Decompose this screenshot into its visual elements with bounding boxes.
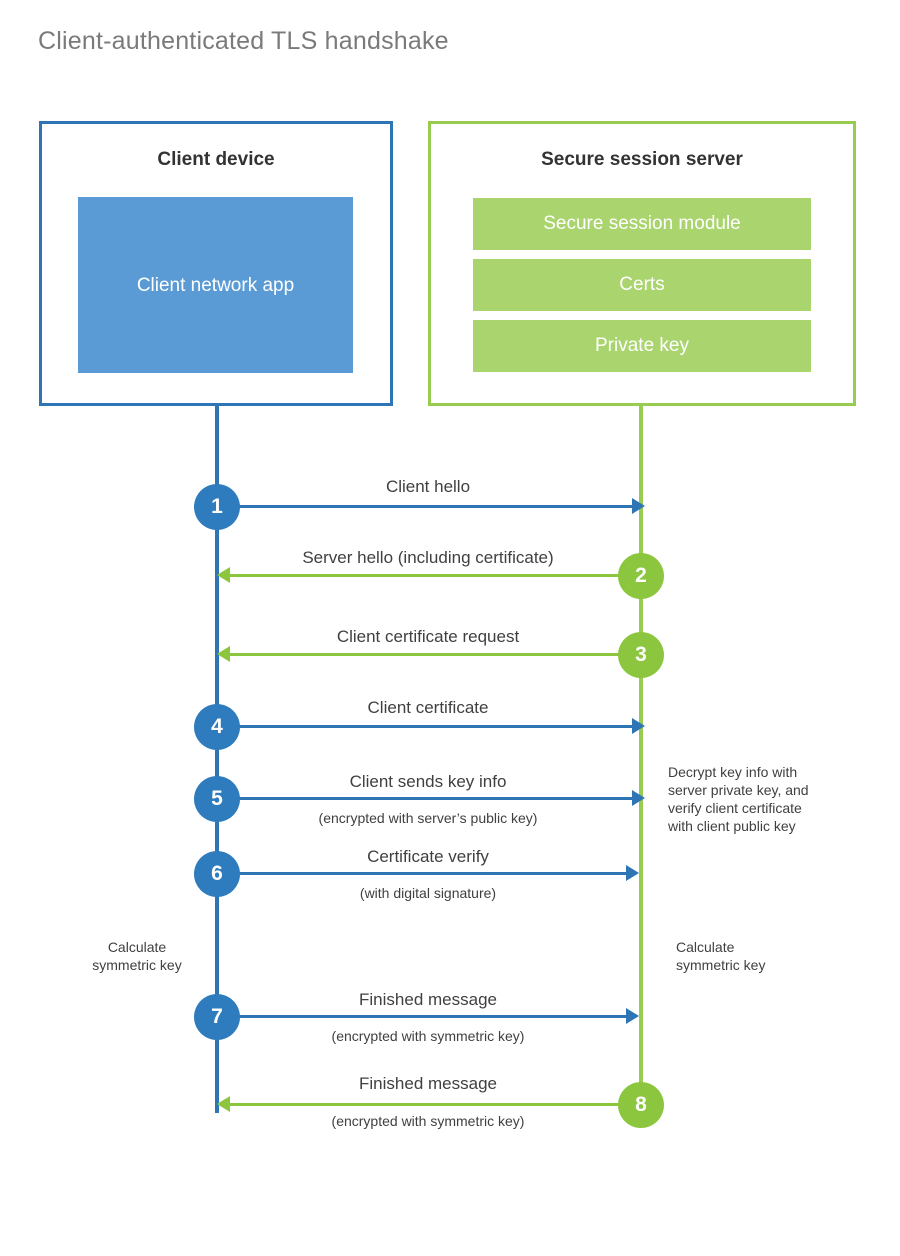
message-5-label: Client sends key info bbox=[349, 772, 507, 791]
server-module-list: Secure session module Certs Private key bbox=[473, 198, 811, 381]
message-2-line bbox=[230, 574, 620, 577]
server-decrypt-note-line-3: verify client certificate bbox=[668, 800, 802, 816]
message-5-arrowhead-icon bbox=[632, 790, 645, 806]
message-3-arrowhead-icon bbox=[217, 646, 230, 662]
message-7-line bbox=[228, 1015, 628, 1018]
step-circle-2[interactable]: 2 bbox=[618, 553, 664, 599]
message-8-arrowhead-icon bbox=[217, 1096, 230, 1112]
server-decrypt-note-line-2: server private key, and bbox=[668, 782, 809, 798]
client-calculate-note-line-1: Calculate bbox=[107, 939, 167, 955]
message-2-arrowhead-icon bbox=[217, 567, 230, 583]
server-module-private-key: Private key bbox=[473, 320, 811, 372]
server-module-secure-session-module: Secure session module bbox=[473, 198, 811, 250]
server-decrypt-note-line-4: with client public key bbox=[668, 818, 796, 834]
message-6-line bbox=[228, 872, 628, 875]
message-7-arrowhead-icon bbox=[626, 1008, 639, 1024]
client-calculate-note-line-2: symmetric key bbox=[92, 957, 182, 973]
message-7-sublabel: (encrypted with symmetric key) bbox=[331, 1028, 525, 1044]
secure-session-server-title: Secure session server bbox=[541, 149, 743, 170]
step-circle-1[interactable]: 1 bbox=[194, 484, 240, 530]
client-lifeline bbox=[215, 405, 219, 1113]
server-decrypt-note: Decrypt key info with server private key… bbox=[668, 763, 838, 835]
message-3-line bbox=[230, 653, 620, 656]
message-4-label: Client certificate bbox=[367, 698, 489, 717]
message-6-sublabel: (with digital signature) bbox=[359, 885, 497, 901]
message-6-label: Certificate verify bbox=[367, 847, 489, 866]
message-8-sublabel: (encrypted with symmetric key) bbox=[331, 1113, 525, 1129]
step-circle-4[interactable]: 4 bbox=[194, 704, 240, 750]
message-1-arrowhead-icon bbox=[632, 498, 645, 514]
message-5-line bbox=[228, 797, 634, 800]
server-calculate-note-line-1: Calculate bbox=[676, 939, 735, 955]
message-4-arrowhead-icon bbox=[632, 718, 645, 734]
step-circle-6[interactable]: 6 bbox=[194, 851, 240, 897]
page-title: Client-authenticated TLS handshake bbox=[38, 27, 449, 55]
message-8-label: Finished message bbox=[359, 1074, 497, 1093]
server-lifeline bbox=[639, 405, 643, 1107]
step-circle-8[interactable]: 8 bbox=[618, 1082, 664, 1128]
server-calculate-note-line-2: symmetric key bbox=[676, 957, 766, 973]
server-calculate-symmetric-key-note: Calculate symmetric key bbox=[676, 938, 826, 974]
client-device-box: Client device Client network app bbox=[39, 121, 393, 406]
message-4-line bbox=[228, 725, 634, 728]
client-device-title: Client device bbox=[157, 149, 275, 170]
step-circle-7[interactable]: 7 bbox=[194, 994, 240, 1040]
message-5-sublabel: (encrypted with server’s public key) bbox=[318, 810, 538, 826]
step-circle-5[interactable]: 5 bbox=[194, 776, 240, 822]
message-7-label: Finished message bbox=[359, 990, 497, 1009]
message-1-label: Client hello bbox=[385, 477, 471, 496]
server-decrypt-note-line-1: Decrypt key info with bbox=[668, 764, 798, 780]
client-calculate-symmetric-key-note: Calculate symmetric key bbox=[72, 938, 202, 974]
message-6-arrowhead-icon bbox=[626, 865, 639, 881]
secure-session-server-box: Secure session server Secure session mod… bbox=[428, 121, 856, 406]
message-1-line bbox=[228, 505, 634, 508]
server-module-certs: Certs bbox=[473, 259, 811, 311]
step-circle-3[interactable]: 3 bbox=[618, 632, 664, 678]
client-network-app-block: Client network app bbox=[78, 197, 353, 373]
message-8-line bbox=[230, 1103, 620, 1106]
message-3-label: Client certificate request bbox=[336, 627, 520, 646]
message-2-label: Server hello (including certificate) bbox=[302, 548, 554, 567]
